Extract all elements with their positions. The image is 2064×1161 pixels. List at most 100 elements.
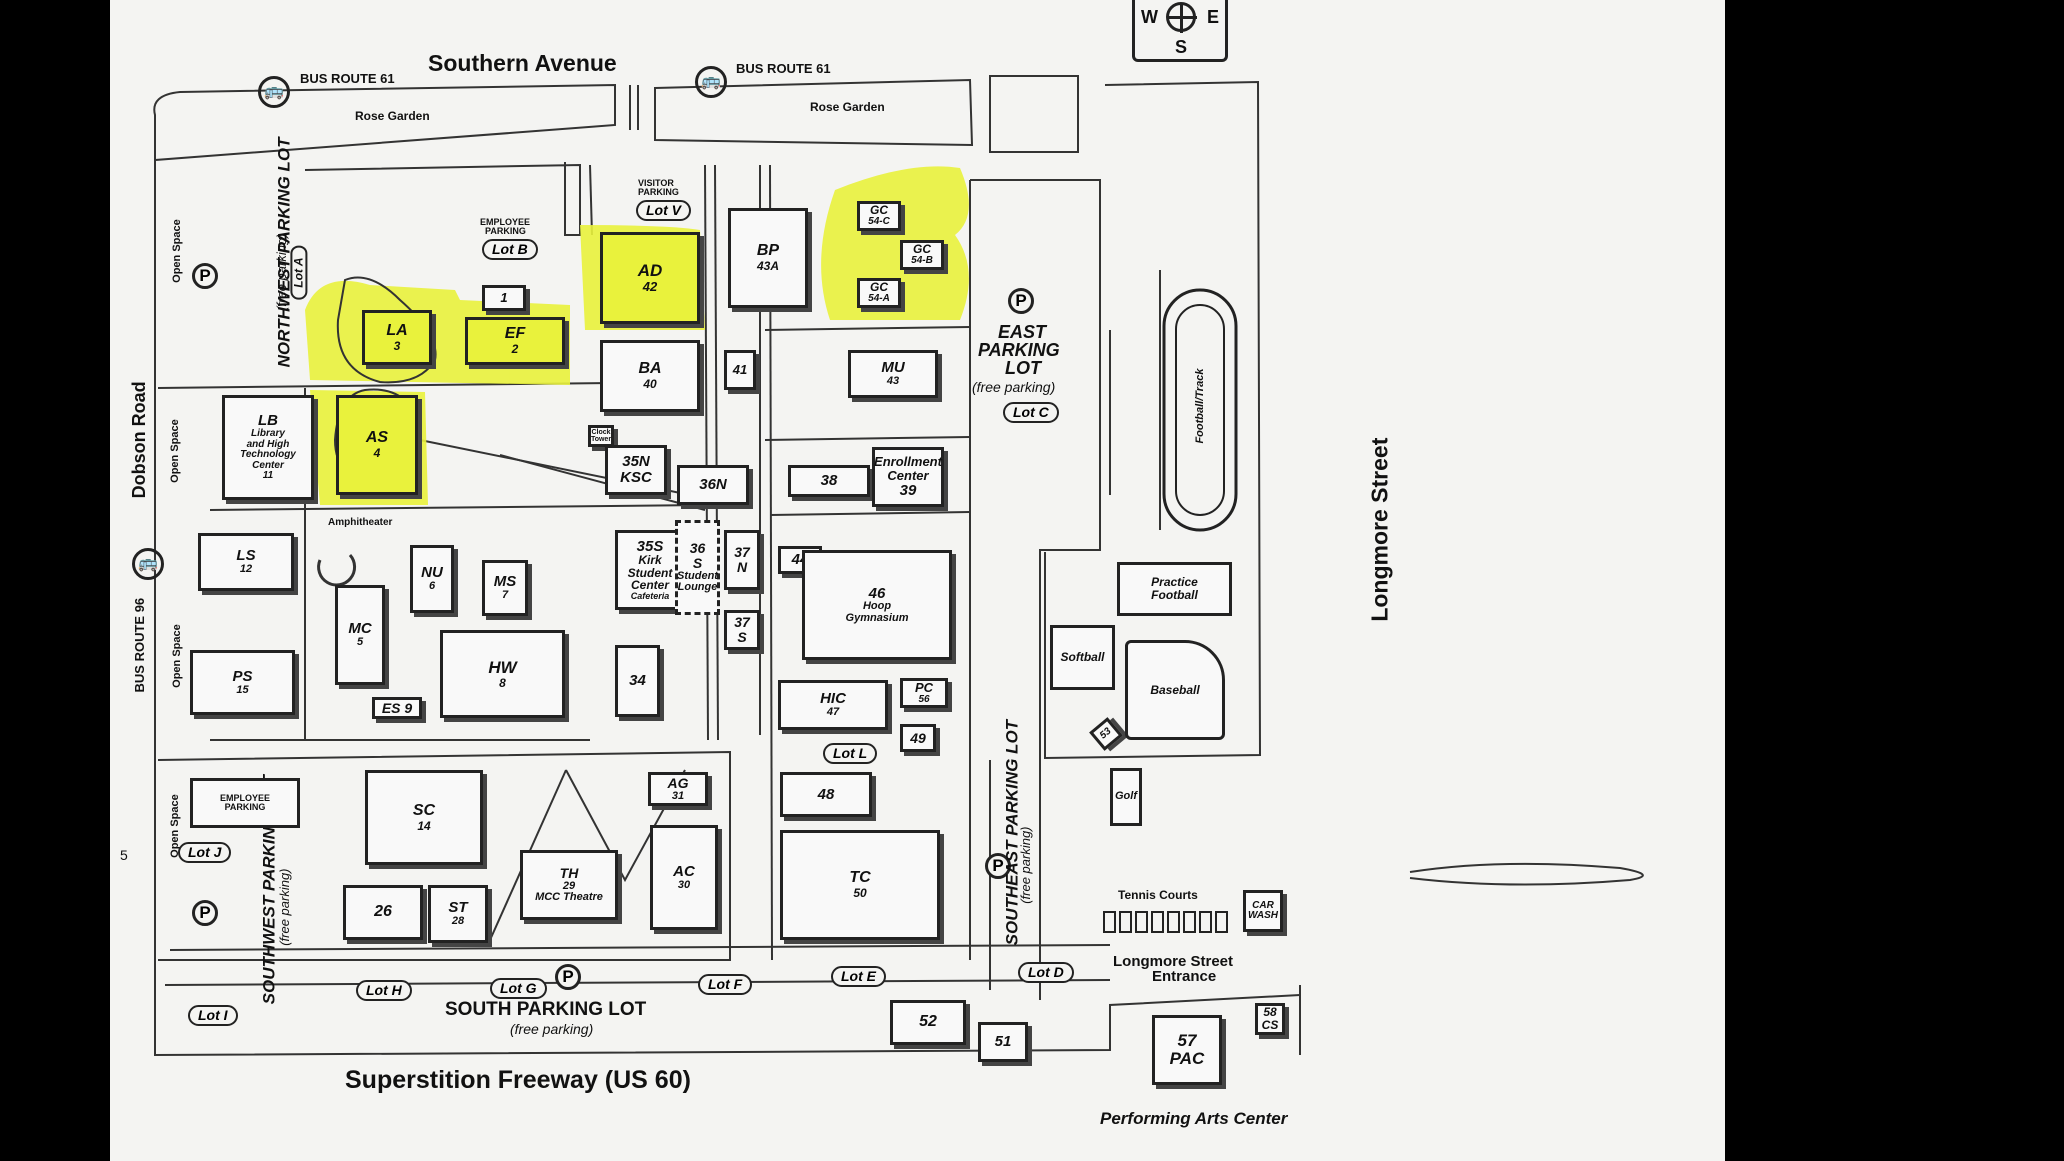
south-parking-label: SOUTH PARKING LOT — [445, 999, 647, 1020]
building-26[interactable]: 26 — [343, 885, 423, 940]
building-number: 5 — [356, 636, 364, 649]
building-code: S — [692, 554, 703, 571]
building-code: NU — [421, 564, 443, 582]
lot-e-label: Lot E — [831, 966, 886, 988]
performing-arts-center-label: Performing Arts Center — [1100, 1109, 1288, 1128]
golf-area[interactable]: Golf — [1110, 768, 1142, 826]
building-label: Kirk — [638, 553, 662, 568]
building-label: Enrollment — [874, 454, 942, 470]
building-48[interactable]: 48 — [780, 772, 872, 817]
building-37s[interactable]: 37 S — [724, 610, 760, 650]
margin-mark: 5 — [120, 847, 128, 863]
building-st[interactable]: ST 28 — [428, 885, 488, 943]
building-ps[interactable]: PS 15 — [190, 650, 295, 715]
compass-cross-icon — [1166, 2, 1197, 33]
building-number: 14 — [417, 818, 431, 833]
building-51[interactable]: 51 — [978, 1022, 1028, 1062]
building-58-cs[interactable]: 58 CS — [1255, 1003, 1285, 1035]
building-ad[interactable]: AD 42 — [600, 232, 700, 324]
building-41[interactable]: 41 — [724, 350, 756, 390]
building-gc-54c[interactable]: GC 54-C — [857, 201, 901, 231]
building-code: BP — [756, 242, 780, 260]
building-number: 12 — [239, 563, 253, 576]
building-code: CS — [1261, 1018, 1279, 1032]
building-34[interactable]: 34 — [615, 645, 660, 717]
field-label: Golf — [1115, 790, 1137, 803]
building-code: AD — [637, 261, 663, 281]
car-wash[interactable]: CAR WASH — [1243, 890, 1283, 932]
building-code: AC — [673, 862, 695, 880]
clock-tower[interactable]: Clock Tower — [588, 425, 614, 447]
field-label: Softball — [1060, 650, 1105, 665]
longmore-entrance-label: Longmore Street — [1113, 953, 1234, 970]
building-mc[interactable]: MC 5 — [335, 585, 385, 685]
building-nu[interactable]: NU 6 — [410, 545, 454, 613]
building-35s-kirk-student-center[interactable]: 35S Kirk Student Center Cafeteria — [615, 530, 685, 610]
visitor-parking-label: VISITOR — [638, 178, 674, 188]
building-ac[interactable]: AC 30 — [650, 825, 718, 930]
building-gc-54a[interactable]: GC 54-A — [857, 278, 901, 308]
building-36s-student-lounge[interactable]: 36 S Student Lounge — [675, 520, 720, 615]
building-es9[interactable]: ES 9 — [372, 697, 422, 719]
building-ag[interactable]: AG 31 — [648, 772, 708, 806]
lot-j-label: Lot J — [178, 842, 232, 864]
building-code: GC — [913, 242, 931, 257]
building-mu[interactable]: MU 43 — [848, 350, 938, 398]
compass-s: S — [1175, 37, 1188, 57]
building-pc[interactable]: PC 56 — [900, 678, 948, 708]
open-space-label: Open Space — [168, 419, 181, 483]
practice-football-field[interactable]: Practice Football — [1117, 562, 1232, 616]
bus-route-label: BUS ROUTE 61 — [736, 61, 831, 76]
building-37n[interactable]: 37 N — [724, 530, 760, 590]
building-bp[interactable]: BP 43A — [728, 208, 808, 308]
building-35n-ksc[interactable]: 35N KSC — [605, 445, 667, 495]
building-ba[interactable]: BA 40 — [600, 340, 700, 412]
building-number: 57 — [1177, 1031, 1197, 1051]
bus-icon: 🚌 — [258, 76, 290, 108]
building-enrollment-center[interactable]: Enrollment Center 39 — [872, 447, 944, 507]
tennis-courts-label: Tennis Courts — [1118, 888, 1198, 902]
rose-garden-label: Rose Garden — [355, 109, 430, 123]
building-number: 51 — [994, 1033, 1012, 1051]
east-free-parking: (free parking) — [972, 379, 1056, 395]
building-number: 54-B — [911, 255, 933, 267]
building-ls[interactable]: LS 12 — [198, 533, 294, 591]
compass-rose: W E S — [1132, 0, 1228, 62]
building-code: GC — [870, 280, 888, 295]
compass-w: W — [1141, 7, 1158, 27]
building-1[interactable]: 1 — [482, 285, 526, 311]
field-label: Practice — [1151, 575, 1198, 590]
building-as[interactable]: AS 4 — [336, 395, 418, 495]
football-track-label: Football/Track — [1193, 368, 1206, 444]
building-49[interactable]: 49 — [900, 724, 936, 752]
building-57-pac[interactable]: 57 PAC — [1152, 1015, 1222, 1085]
building-52[interactable]: 52 — [890, 1000, 966, 1045]
building-number: 39 — [899, 481, 917, 499]
building-code: MU — [881, 359, 905, 377]
lot-i-label: Lot I — [188, 1005, 238, 1027]
building-number: 43 — [886, 375, 900, 388]
softball-field[interactable]: Softball — [1050, 625, 1115, 690]
building-hic[interactable]: HIC 47 — [778, 680, 888, 730]
east-parking-label: PARKING — [978, 340, 1060, 360]
baseball-field[interactable]: Baseball — [1125, 640, 1225, 740]
building-lb[interactable]: LB Library and High Technology Center 11 — [222, 395, 314, 500]
building-code: LB — [258, 412, 278, 430]
building-code: LA — [386, 321, 408, 339]
building-code: 35N — [622, 453, 650, 471]
building-hw[interactable]: HW 8 — [440, 630, 565, 718]
building-tc[interactable]: TC 50 — [780, 830, 940, 940]
building-code: AG — [667, 774, 689, 791]
building-th-mcc-theatre[interactable]: TH 29 MCC Theatre — [520, 850, 618, 920]
building-36n[interactable]: 36N — [677, 465, 749, 505]
building-sc[interactable]: SC 14 — [365, 770, 483, 865]
building-46-hoop-gymnasium[interactable]: 46 Hoop Gymnasium — [802, 550, 952, 660]
road-label-west-edge: Dobson Road — [129, 381, 150, 499]
building-la[interactable]: LA 3 — [362, 310, 432, 365]
building-number: 54-A — [868, 293, 890, 305]
building-ef[interactable]: EF 2 — [465, 317, 565, 365]
southwest-free-parking: (free parking) — [276, 868, 292, 946]
building-gc-54b[interactable]: GC 54-B — [900, 240, 944, 270]
building-38[interactable]: 38 — [788, 465, 870, 497]
building-ms[interactable]: MS 7 — [482, 560, 528, 616]
